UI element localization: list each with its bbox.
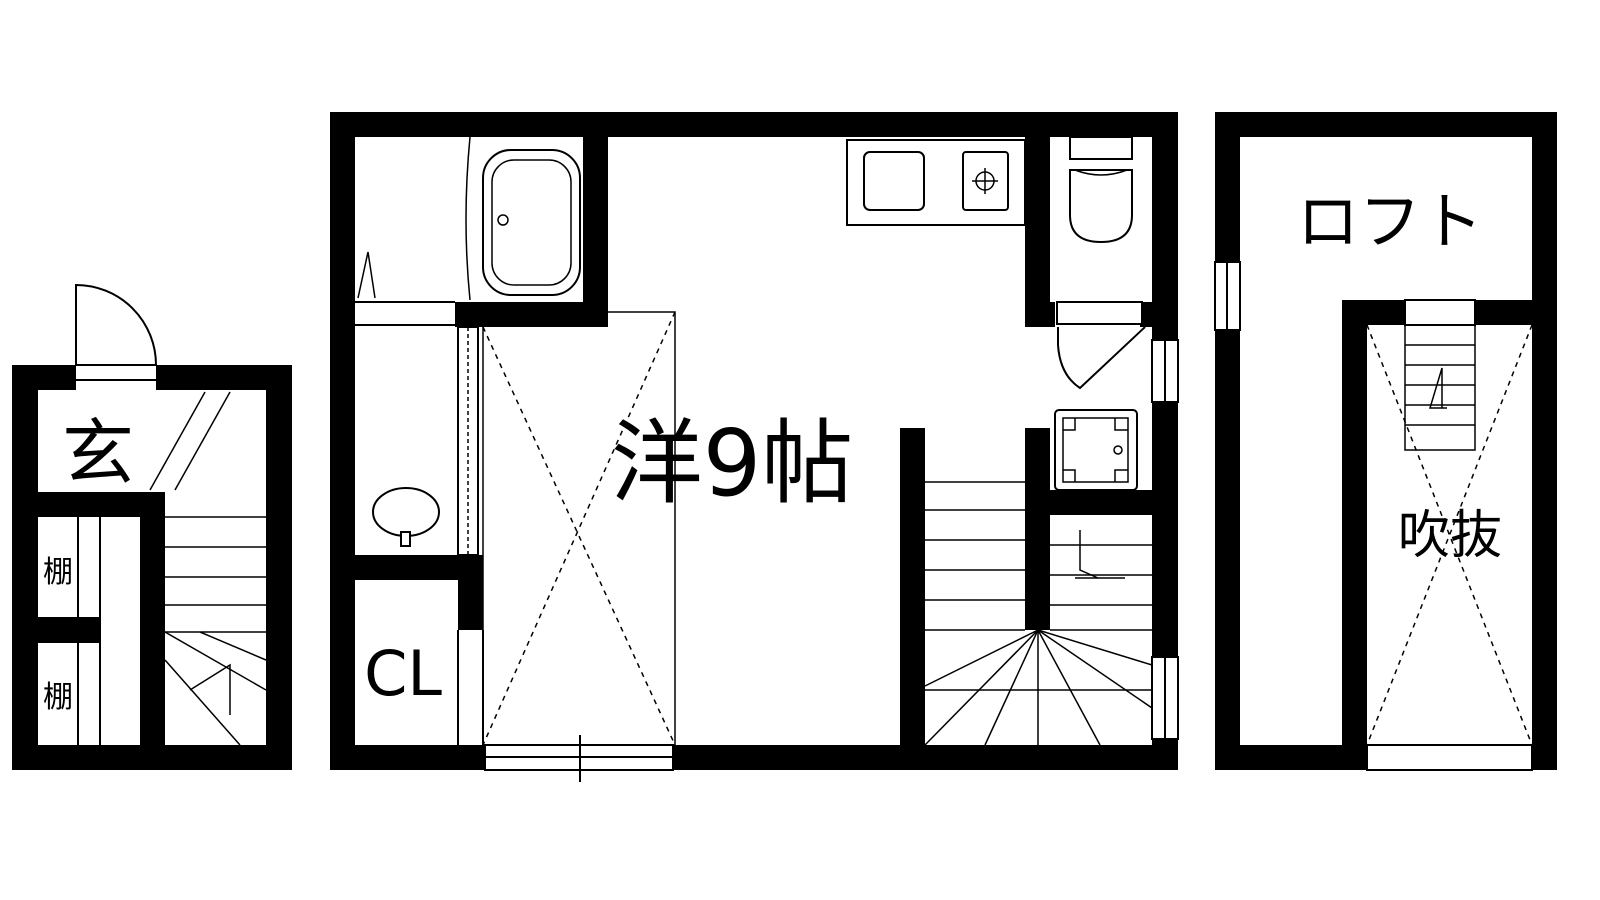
loft-label: ロフト xyxy=(1297,185,1483,258)
stair-wall-left xyxy=(900,428,925,745)
stair-wall-center xyxy=(1025,428,1050,630)
stair-arrow-icon xyxy=(1075,530,1125,579)
loft-unit: ロフト 吹抜 xyxy=(1214,112,1557,771)
toilet-door xyxy=(1057,326,1146,390)
shoe-step-line xyxy=(149,391,206,491)
bath-wall xyxy=(583,137,608,327)
shelf-label-2: 棚 xyxy=(43,680,73,715)
stair-arrow-icon xyxy=(189,663,231,715)
loft-ladder xyxy=(1404,324,1476,451)
closet-label: CL xyxy=(364,637,442,710)
loft-above-outline xyxy=(482,311,676,746)
washbasin xyxy=(372,487,440,537)
entrance-label: 玄 xyxy=(62,411,134,495)
shower-icon xyxy=(357,251,376,299)
toilet-wall xyxy=(1025,137,1050,327)
stair-arrow-icon xyxy=(1428,367,1447,409)
entrance-unit: 玄 棚 棚 xyxy=(12,283,292,770)
closet-wall xyxy=(355,555,483,580)
entrance-inner-wall xyxy=(38,492,160,517)
toilet xyxy=(1069,169,1133,244)
main-unit: CL xyxy=(330,112,1179,782)
entrance-door xyxy=(75,283,157,366)
room-label: 洋9帖 xyxy=(611,410,854,517)
main-stairs xyxy=(924,481,1153,746)
bath-curtain xyxy=(465,136,471,301)
sink xyxy=(863,151,925,211)
bathtub xyxy=(482,149,581,296)
washer-pan xyxy=(1054,409,1138,491)
toilet-tank xyxy=(1069,136,1133,160)
void-opening xyxy=(1366,744,1533,771)
loft-above-cross xyxy=(482,326,676,746)
void-wall xyxy=(1342,300,1367,770)
shelf-divider-wall xyxy=(38,617,100,643)
void-label: 吹抜 xyxy=(1398,506,1502,566)
toilet-door-frame xyxy=(1056,301,1143,325)
shelf-label-1: 棚 xyxy=(43,555,73,590)
stair-wall xyxy=(140,492,165,745)
